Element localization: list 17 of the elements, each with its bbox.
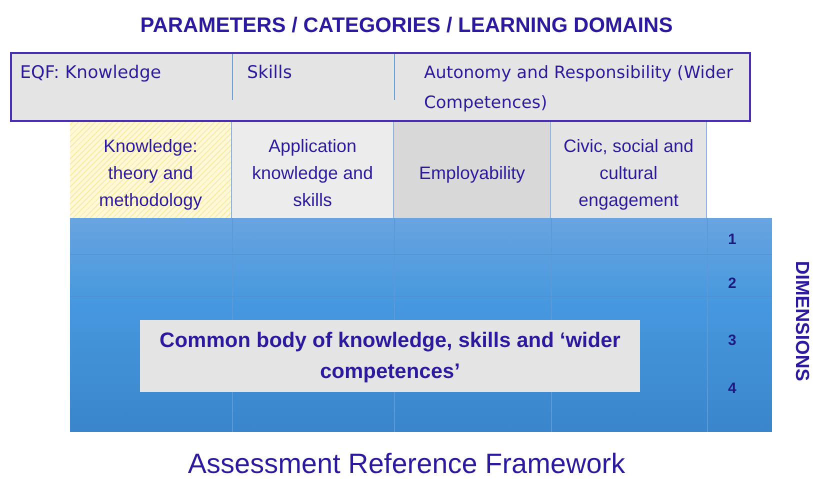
domain-band: [10, 52, 751, 122]
caption: Assessment Reference Framework: [186, 448, 626, 479]
dimension-number: 1: [728, 231, 736, 248]
domain-heading: EQF: Knowledge: [20, 62, 162, 85]
category-cell: Employability: [394, 120, 551, 218]
text-box: Common body of knowledge, skills and ‘wider competences’: [140, 320, 640, 392]
title: PARAMETERS / CATEGORIES / LEARNING DOMAINS: [139, 14, 674, 38]
dimension-number: 4: [728, 380, 736, 397]
category-cell: Application knowledge and skills: [232, 120, 394, 218]
category-cell: Civic, social and cultural engagement: [551, 120, 707, 218]
domain-heading: Skills: [247, 62, 292, 85]
dimension-grid: [70, 218, 772, 432]
dimension-number: 2: [728, 275, 736, 292]
dimension-number: 3: [728, 332, 736, 349]
category-cell: Knowledge: theory and methodology: [70, 120, 232, 218]
domain-heading: Autonomy and Responsibility (Wider Competences): [424, 62, 734, 115]
axis-label: DIMENSIONS: [790, 260, 812, 384]
